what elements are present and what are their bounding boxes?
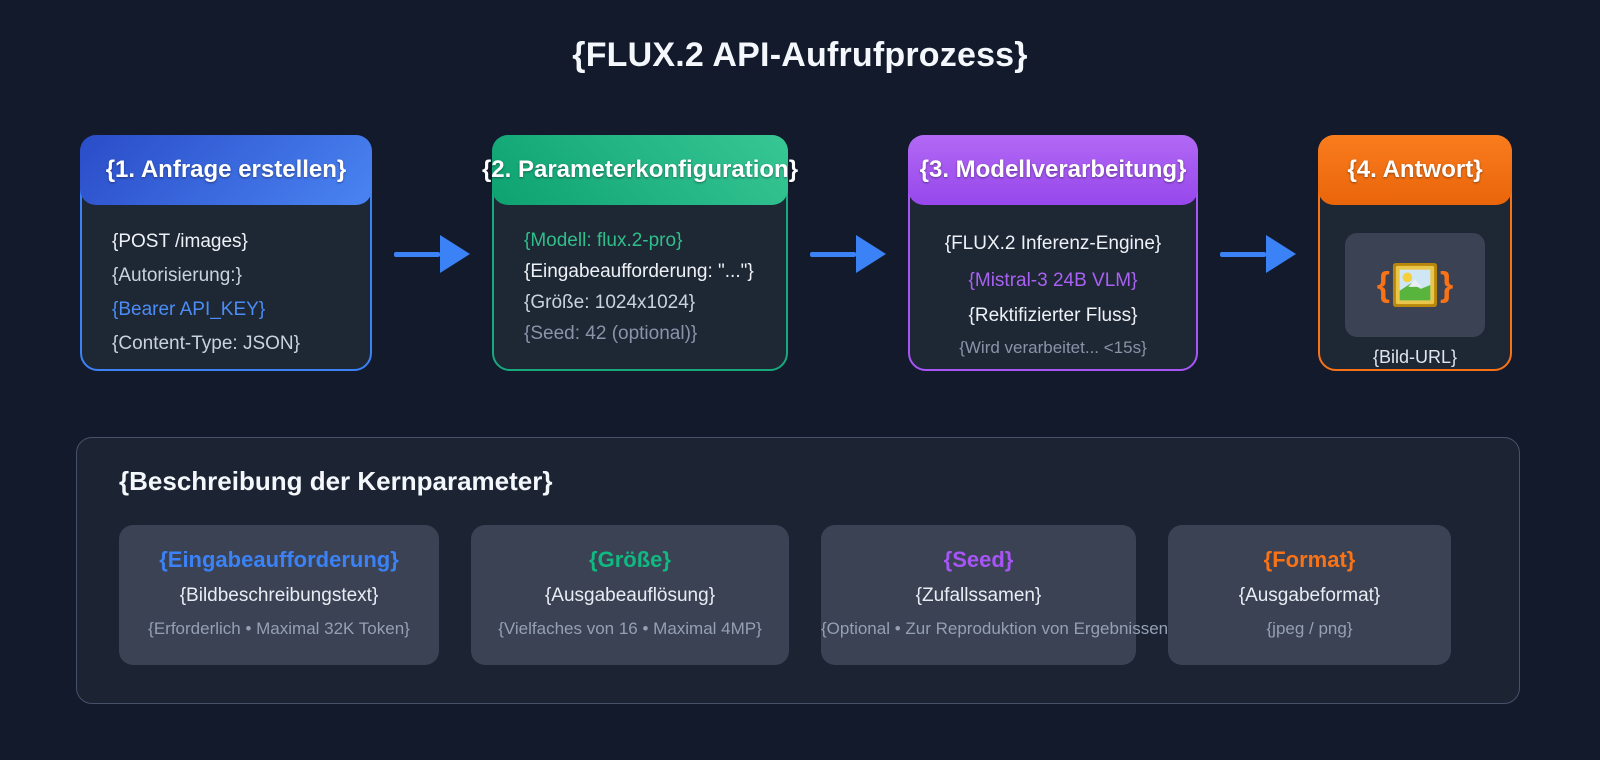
step-header-request: {1. Anfrage erstellen} xyxy=(80,135,372,205)
step-line: {FLUX.2 Inferenz-Engine} xyxy=(944,233,1162,254)
param-note: {jpeg / png} xyxy=(1266,619,1353,638)
arrow-right-icon xyxy=(440,235,470,273)
flow-arrow xyxy=(788,135,908,373)
param-desc: {Ausgabeauflösung} xyxy=(544,585,716,606)
step-card-parameters: {2. Parameterkonfiguration} {Modell: flu… xyxy=(482,135,798,371)
param-note: {Optional • Zur Reproduktion von Ergebni… xyxy=(821,619,1174,638)
image-placeholder-box: { } xyxy=(1345,233,1485,337)
step-title: {1. Anfrage erstellen} xyxy=(105,156,347,183)
step-body-response: { } {Bild-URL} xyxy=(1320,205,1510,382)
step-line: {Wird verarbeitet... <15s} xyxy=(959,338,1147,357)
right-brace: } xyxy=(1440,266,1454,304)
parameters-panel: {Beschreibung der Kernparameter} {Eingab… xyxy=(76,437,1520,704)
param-row: {Eingabeaufforderung} {Bildbeschreibungs… xyxy=(119,525,1477,665)
step-card-processing: {3. Modellverarbeitung} {FLUX.2 Inferenz… xyxy=(908,135,1198,371)
param-card-format: {Format} {Ausgabeformat} {jpeg / png} xyxy=(1168,525,1451,665)
step-card-request: {1. Anfrage erstellen} {POST /images} {A… xyxy=(80,135,372,371)
param-name: {Format} xyxy=(1263,547,1356,572)
step-card-response: {4. Antwort} { } {Bild-URL} xyxy=(1318,135,1512,371)
step-header-processing: {3. Modellverarbeitung} xyxy=(908,135,1198,205)
param-card-seed: {Seed} {Zufallssamen} {Optional • Zur Re… xyxy=(821,525,1174,665)
step-line: {Modell: flux.2-pro} xyxy=(524,230,683,251)
step-header-parameters: {2. Parameterkonfiguration} xyxy=(482,135,798,205)
arrow-shaft xyxy=(394,251,440,257)
step-line: {Rektifizierter Fluss} xyxy=(968,305,1138,326)
step-title: {4. Antwort} xyxy=(1347,156,1483,183)
arrow-right-icon xyxy=(1266,235,1296,273)
param-name: {Größe} xyxy=(589,547,671,572)
step-body-parameters: {Modell: flux.2-pro} {Eingabeaufforderun… xyxy=(494,205,786,367)
step-line: {POST /images} xyxy=(112,231,248,252)
panel-title: {Beschreibung der Kernparameter} xyxy=(119,466,553,496)
step-body-request: {POST /images} {Autorisierung:} {Bearer … xyxy=(82,205,370,379)
flow-arrow xyxy=(1198,135,1318,373)
left-brace: { xyxy=(1376,266,1390,304)
arrow-shaft xyxy=(1220,251,1266,257)
param-note: {Erforderlich • Maximal 32K Token} xyxy=(148,619,410,638)
step-line: {Content-Type: JSON} xyxy=(112,333,300,354)
page-title: {FLUX.2 API-Aufrufprozess} xyxy=(572,36,1028,74)
param-note: {Vielfaches von 16 • Maximal 4MP} xyxy=(498,619,762,638)
image-caption: {Bild-URL} xyxy=(1372,347,1458,367)
step-title: {2. Parameterkonfiguration} xyxy=(481,156,799,183)
step-line: {Größe: 1024x1024} xyxy=(524,292,696,313)
arrow-shaft xyxy=(810,251,856,257)
param-desc: {Zufallssamen} xyxy=(915,585,1042,606)
step-body-processing: {FLUX.2 Inferenz-Engine} {Mistral-3 24B … xyxy=(910,205,1196,377)
param-desc: {Bildbeschreibungstext} xyxy=(179,585,379,606)
param-card-prompt: {Eingabeaufforderung} {Bildbeschreibungs… xyxy=(119,525,439,665)
flow-row: {1. Anfrage erstellen} {POST /images} {A… xyxy=(0,135,1600,373)
flow-arrow xyxy=(372,135,492,373)
param-card-size: {Größe} {Ausgabeauflösung} {Vielfaches v… xyxy=(471,525,789,665)
step-line: {Autorisierung:} xyxy=(112,265,242,286)
framed-picture-icon xyxy=(1392,262,1438,308)
step-header-response: {4. Antwort} xyxy=(1318,135,1512,205)
param-desc: {Ausgabeformat} xyxy=(1238,585,1381,606)
param-name: {Seed} xyxy=(943,547,1014,572)
step-title: {3. Modellverarbeitung} xyxy=(919,156,1187,183)
step-line: {Seed: 42 (optional)} xyxy=(524,323,698,344)
param-name: {Eingabeaufforderung} xyxy=(159,547,399,572)
step-line: {Bearer API_KEY} xyxy=(112,299,266,320)
arrow-right-icon xyxy=(856,235,886,273)
step-line: {Mistral-3 24B VLM} xyxy=(968,270,1138,291)
step-line: {Eingabeaufforderung: "..."} xyxy=(524,261,754,282)
